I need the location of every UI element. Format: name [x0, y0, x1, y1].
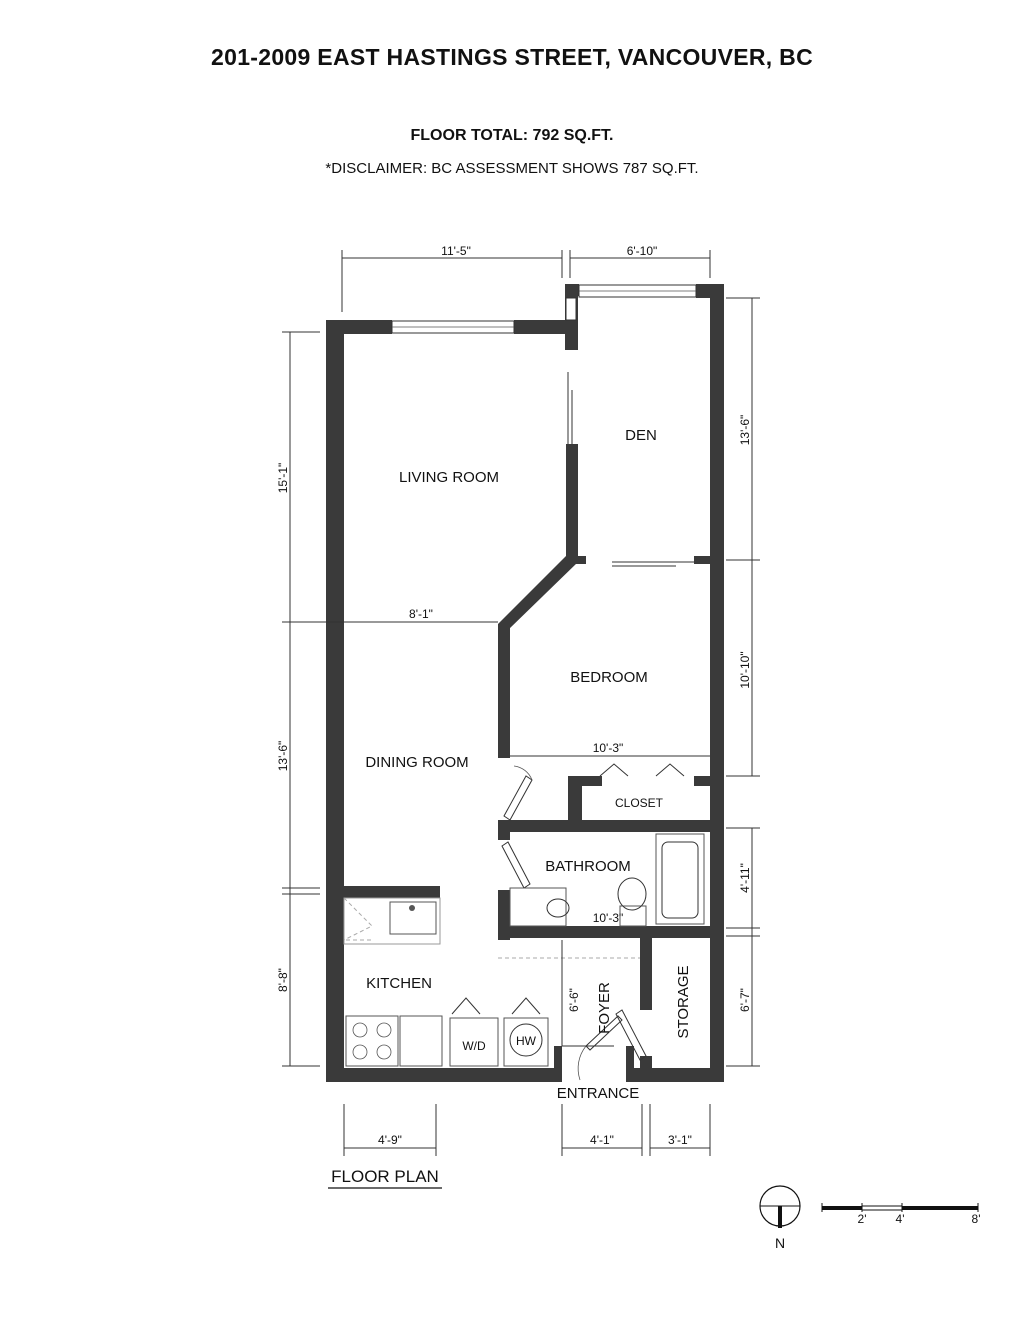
wall-left: [326, 320, 344, 1082]
wall-kitchen-top: [326, 886, 440, 898]
wall-living-den: [566, 444, 578, 562]
burner-4: [376, 1044, 392, 1060]
windows: [391, 284, 697, 334]
wall-closet-top-left: [568, 776, 602, 786]
fixtures: W/D HW: [343, 833, 705, 1067]
door-closet-left: [599, 763, 629, 777]
disclaimer: *DISCLAIMER: BC ASSESSMENT SHOWS 787 SQ.…: [325, 160, 699, 177]
burner-3: [352, 1044, 368, 1060]
dim-left-lower: 8'-8": [276, 968, 290, 992]
bathtub: [655, 833, 705, 925]
burner-1: [352, 1022, 368, 1038]
dim-bottom-entrance: 4'-1": [590, 1133, 614, 1147]
dim-top-left: 11'-5": [441, 244, 471, 258]
label-closet: CLOSET: [615, 796, 664, 810]
wall-den-bed-right: [694, 556, 712, 564]
wall-storage: [640, 926, 652, 1010]
doors: [451, 372, 694, 1081]
wall-den-bed-left: [566, 556, 586, 564]
burner-2: [376, 1022, 392, 1038]
door-laundry-left: [451, 997, 481, 1015]
label-foyer: FOYER: [596, 982, 613, 1034]
wall-right: [710, 284, 724, 1082]
dim-right-bedroom: 10'-10": [738, 651, 752, 688]
door-bathroom: [501, 841, 531, 889]
door-laundry-right: [511, 997, 541, 1015]
toilet-tank: [619, 905, 647, 927]
door-closet-right: [655, 763, 685, 777]
door-bedroom-swing: [513, 765, 533, 781]
scale-tick-4: 4': [896, 1212, 905, 1226]
label-dining-room: DINING ROOM: [365, 754, 468, 771]
walls: [326, 284, 724, 1082]
hot-water-tank-box: [503, 1017, 549, 1067]
dim-bedroom-width: 10'-3": [593, 741, 624, 755]
floor-plan-label: FLOOR PLAN: [331, 1167, 439, 1186]
door-entry-swing: [577, 1045, 587, 1081]
label-entrance: ENTRANCE: [557, 1085, 640, 1102]
label-bathroom: BATHROOM: [545, 858, 631, 875]
room-labels: LIVING ROOM DEN BEDROOM DINING ROOM CLOS…: [365, 427, 692, 1102]
dimension-lines: 11'-5" 6'-10" 15'-1" 13'-6" 8'-8" 13'-6"…: [276, 244, 760, 1156]
north-arrow-icon: [759, 1185, 801, 1228]
label-storage: STORAGE: [675, 965, 692, 1038]
washer-dryer: [449, 1017, 499, 1067]
wall-closet-top-right: [694, 776, 712, 786]
wall-bath-top: [498, 820, 712, 832]
north-label: N: [775, 1235, 785, 1251]
scale-bar: [821, 1203, 979, 1212]
wall-bath-bottom: [498, 926, 712, 938]
dim-right-den: 13'-6": [738, 415, 752, 446]
door-entry: [585, 1015, 623, 1051]
washer-dryer-label: W/D: [462, 1039, 486, 1053]
bath-vanity: [509, 887, 567, 927]
window-den-side: [565, 297, 577, 321]
toilet-bowl: [617, 877, 647, 911]
wall-top-left: [326, 320, 392, 334]
label-den: DEN: [625, 427, 657, 444]
dim-right-bath: 4'-11": [738, 863, 752, 893]
range: [345, 1015, 399, 1067]
wall-bath-door-top: [498, 820, 510, 840]
dim-left-middle: 13'-6": [276, 741, 290, 772]
scale-tick-8: 8': [972, 1212, 981, 1226]
dim-bottom-kitchen: 4'-9": [378, 1133, 402, 1147]
hot-water-label: HW: [516, 1034, 537, 1048]
label-living-room: LIVING ROOM: [399, 469, 499, 486]
wall-bottom-left: [326, 1068, 562, 1082]
bathtub-basin: [661, 841, 699, 919]
wall-closet-left: [568, 776, 582, 826]
page-title: 201-2009 EAST HASTINGS STREET, VANCOUVER…: [211, 44, 813, 70]
label-bedroom: BEDROOM: [570, 669, 648, 686]
wall-diagonal: [498, 556, 578, 630]
floor-total: FLOOR TOTAL: 792 SQ.FT.: [410, 127, 614, 144]
wall-top-mid: [514, 320, 578, 334]
faucet: [409, 905, 415, 911]
hot-water-tank: [509, 1023, 543, 1057]
wall-entry-jamb-right: [626, 1046, 634, 1082]
dim-living-width: 8'-1": [409, 607, 433, 621]
scale-tick-2: 2': [858, 1212, 867, 1226]
dim-left-upper: 15'-1": [276, 463, 290, 494]
label-kitchen: KITCHEN: [366, 975, 432, 992]
dim-foyer-depth: 6'-6": [567, 988, 581, 1012]
door-storage: [615, 1009, 647, 1061]
wall-entry-jamb-left: [554, 1046, 562, 1082]
dim-bottom-storage: 3'-1": [668, 1133, 692, 1147]
dim-bath-width: 10'-3": [593, 911, 624, 925]
fridge: [399, 1015, 443, 1067]
wall-top-den-left: [565, 284, 579, 296]
wall-storage-lower: [640, 1056, 652, 1076]
door-bedroom: [503, 775, 533, 821]
bath-sink: [546, 898, 570, 918]
dim-right-storage: 6'-7": [738, 988, 752, 1012]
wall-bedroom-left: [498, 624, 510, 758]
dim-top-right: 6'-10": [627, 244, 658, 258]
